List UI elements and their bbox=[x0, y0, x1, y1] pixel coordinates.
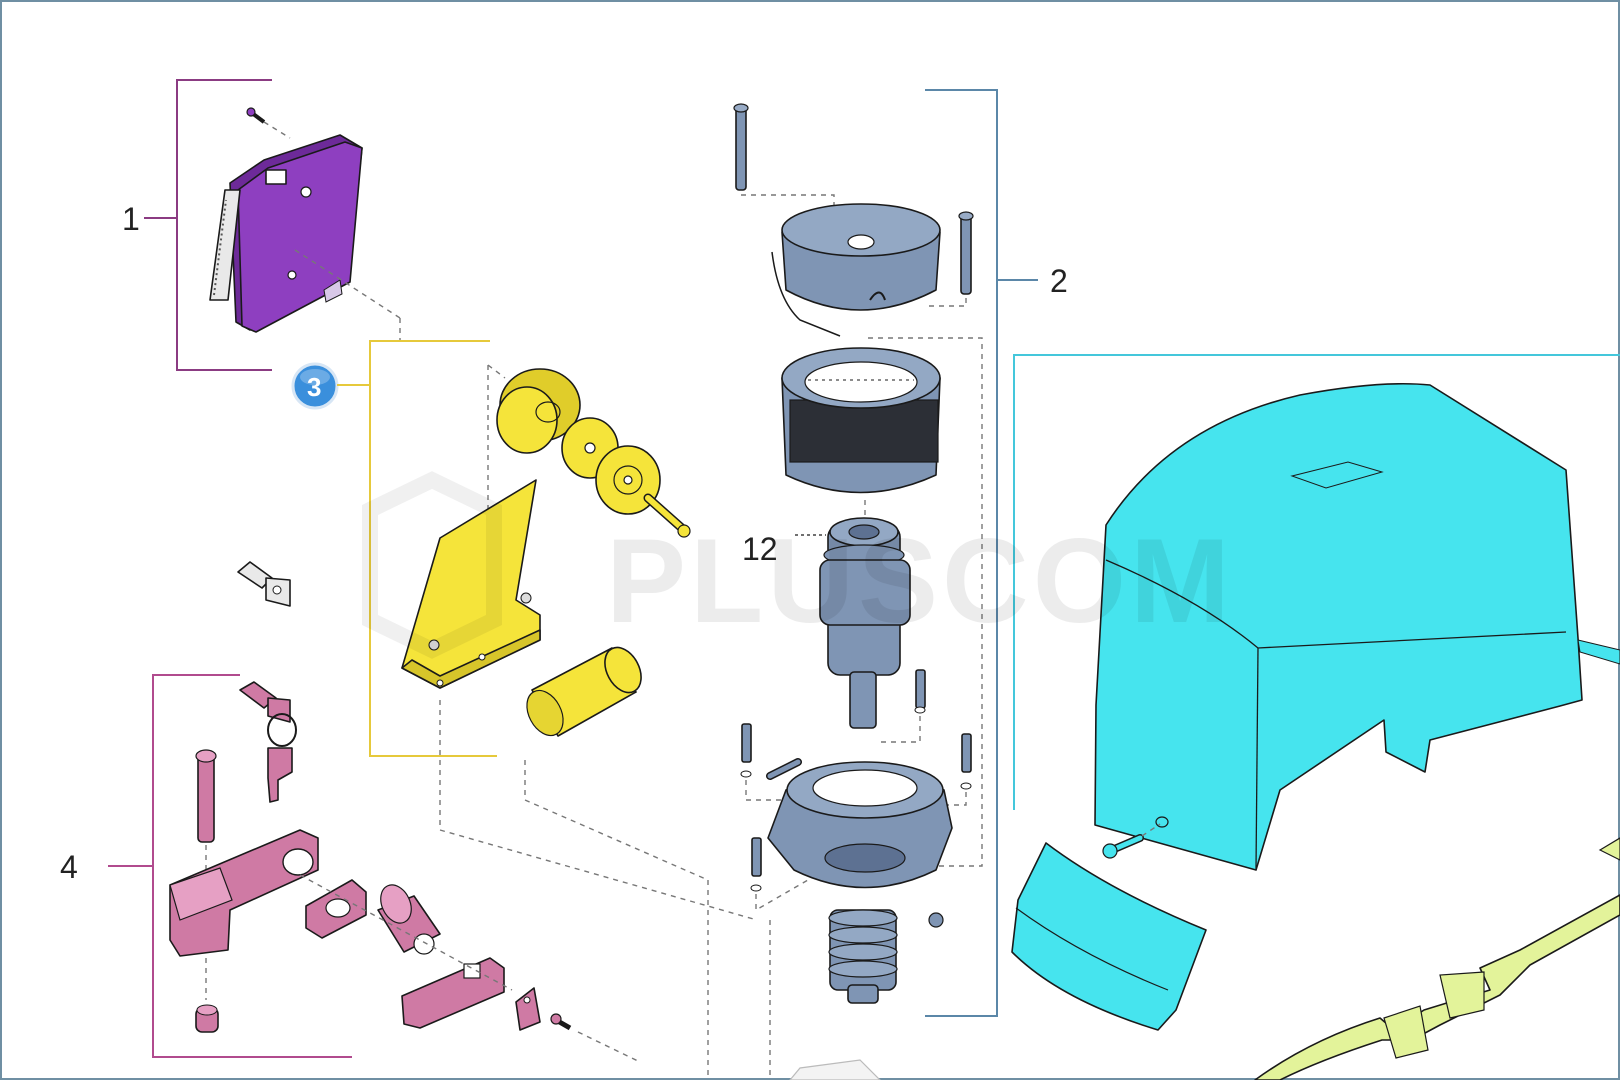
cover-bracket bbox=[1013, 354, 1620, 810]
watermark: PLUSCOM bbox=[362, 471, 1234, 659]
svg-text:3: 3 bbox=[307, 372, 321, 402]
label-1: 1 bbox=[122, 201, 140, 237]
screw-icon[interactable] bbox=[960, 733, 972, 790]
lock-cylinder-icon[interactable] bbox=[375, 880, 441, 955]
label-2: 2 bbox=[1050, 263, 1068, 299]
base-plate-fragment bbox=[789, 1059, 881, 1080]
screw-icon[interactable] bbox=[740, 723, 752, 778]
motor-icon[interactable] bbox=[733, 103, 983, 1004]
yellow-mounting-plate-icon[interactable] bbox=[401, 479, 541, 689]
nut-icon[interactable] bbox=[195, 1004, 219, 1033]
watermark-text: PLUSCOM bbox=[606, 514, 1234, 648]
key-icon[interactable] bbox=[237, 561, 291, 607]
screw-icon[interactable] bbox=[914, 669, 926, 714]
group-1-bracket bbox=[144, 79, 272, 371]
label-12: 12 bbox=[742, 531, 778, 567]
bolt-icon[interactable] bbox=[643, 493, 691, 538]
group-3-bracket bbox=[337, 340, 497, 757]
cover-flap-icon[interactable] bbox=[1011, 842, 1207, 1031]
control-board-icon[interactable] bbox=[209, 134, 363, 333]
group-4-bracket bbox=[108, 674, 352, 1058]
screw-icon[interactable] bbox=[550, 1013, 572, 1031]
screw-icon[interactable] bbox=[750, 837, 762, 892]
yellow-cylinder-icon[interactable] bbox=[520, 641, 649, 741]
group-2-bracket bbox=[925, 89, 1038, 1017]
lock-icon[interactable] bbox=[169, 681, 641, 1063]
screw-icon[interactable] bbox=[1102, 834, 1144, 859]
screw-icon[interactable] bbox=[195, 749, 217, 843]
screw-icon[interactable] bbox=[246, 107, 266, 124]
screw-icon[interactable] bbox=[958, 211, 974, 295]
badge-3: 3 bbox=[291, 362, 339, 410]
rail-bracket-icon[interactable] bbox=[1254, 837, 1620, 1080]
label-4: 4 bbox=[60, 849, 78, 885]
key-icon[interactable] bbox=[239, 681, 297, 803]
rubber-roller-icon[interactable] bbox=[496, 368, 581, 454]
screw-icon[interactable] bbox=[733, 103, 749, 191]
